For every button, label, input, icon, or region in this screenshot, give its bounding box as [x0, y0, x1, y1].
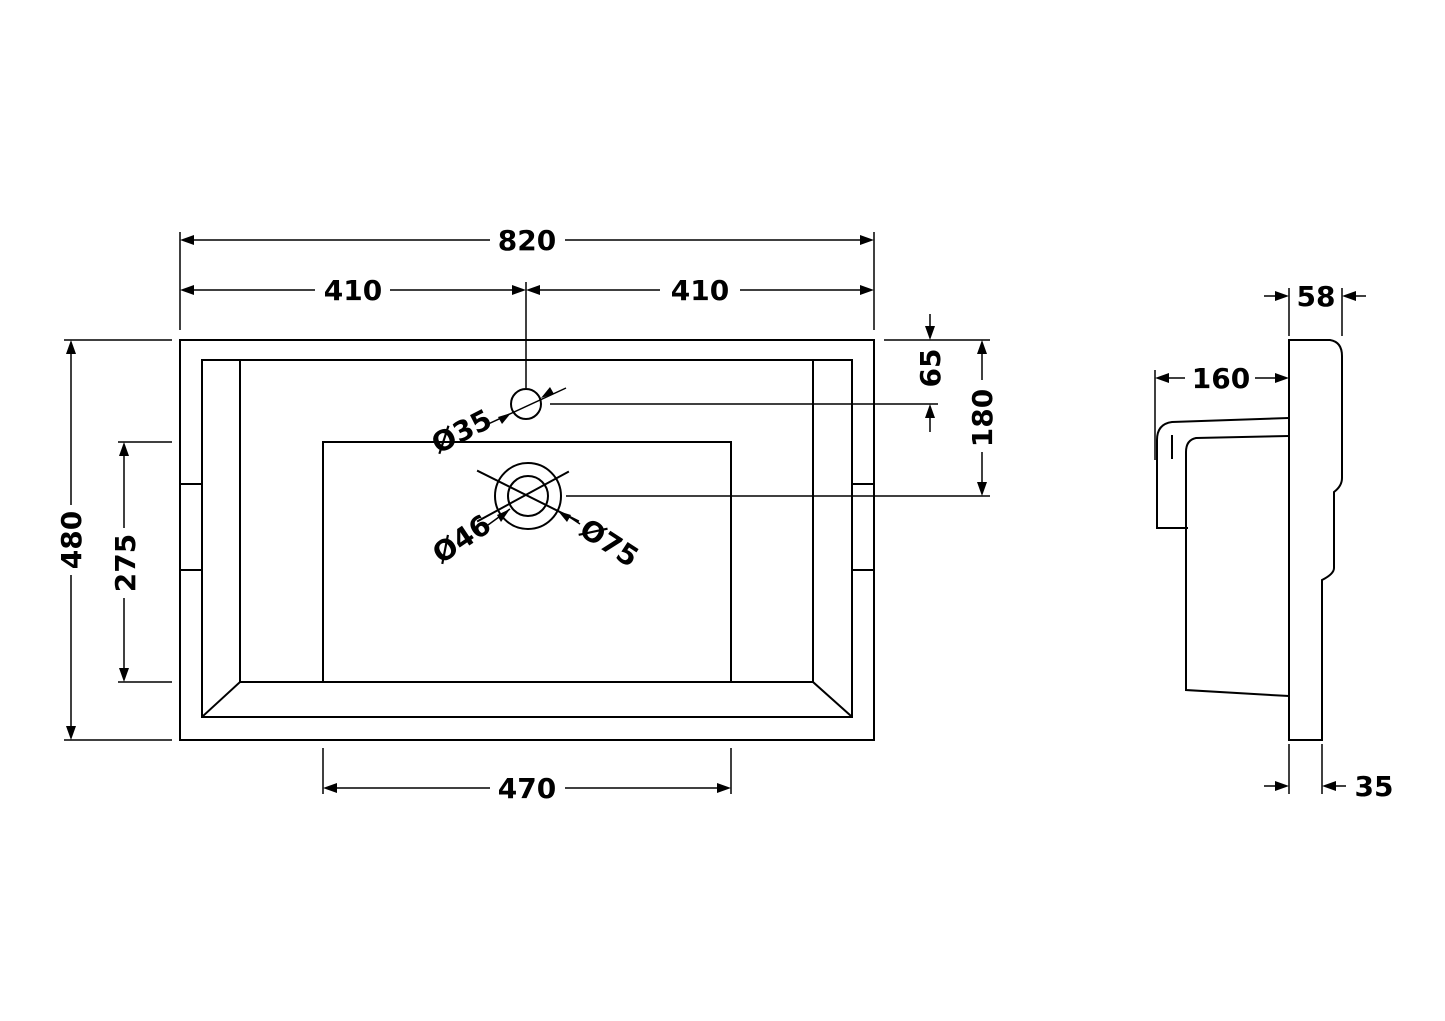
dim-projection: 160 [1192, 362, 1250, 395]
arrow-410-c [526, 285, 540, 295]
waste-inner [507, 475, 549, 517]
arrow-65-bottom [925, 404, 935, 418]
dim-base-thickness: 35 [1355, 770, 1394, 803]
arrow-180-bottom [977, 482, 987, 496]
arrow-410-a [180, 285, 194, 295]
dim-waste-offset: 180 [966, 389, 999, 447]
plan-view [179, 339, 875, 741]
arrow-480-top [66, 340, 76, 354]
side-view [1156, 339, 1343, 741]
arrow-160-right [1275, 373, 1289, 383]
arrow-35-left [1275, 781, 1289, 791]
arrow-275-bottom [119, 668, 129, 682]
arrow-d35-a [498, 413, 511, 424]
arrow-180-top [977, 340, 987, 354]
tap-hole [510, 388, 542, 420]
side-dimensions: 58 160 35 [1154, 280, 1394, 803]
arrow-58-left [1275, 291, 1289, 301]
side-bowl-inner [1185, 434, 1290, 698]
arrow-410-b [512, 285, 526, 295]
dim-overall-width: 820 [498, 224, 556, 257]
dim-tap-hole-offset: 65 [914, 349, 947, 388]
dim-inner-depth: 275 [109, 534, 142, 592]
arrow-58-right [1342, 291, 1356, 301]
dim-left-half: 410 [324, 274, 382, 307]
arrow-470-right [717, 783, 731, 793]
arrow-d35-b [541, 387, 554, 398]
bevel-corner-right [811, 680, 853, 718]
arrow-470-left [323, 783, 337, 793]
arrow-d75 [558, 511, 571, 522]
arrow-820-left [180, 235, 194, 245]
basin-inner-rim [201, 359, 853, 718]
arrow-160-left [1155, 373, 1169, 383]
arrow-410-d [860, 285, 874, 295]
bevel-corner-left [201, 680, 242, 718]
dim-overall-depth: 480 [55, 511, 88, 569]
dim-right-half: 410 [671, 274, 729, 307]
arrow-480-bottom [66, 726, 76, 740]
waste-cross-b [476, 470, 570, 523]
dim-tap-hole-diameter: Ø35 [426, 403, 497, 461]
dim-bowl-width: 470 [498, 772, 556, 805]
bowl-outline [322, 441, 732, 683]
side-bowl-outer [1156, 461, 1188, 529]
dim-waste-outer-diameter: Ø75 [574, 512, 645, 574]
arrow-820-right [860, 235, 874, 245]
waste-outer [494, 462, 562, 530]
side-profile [1288, 339, 1343, 741]
basin-outline [179, 339, 875, 741]
dim-top-thickness: 58 [1297, 280, 1336, 313]
side-top-surface [1156, 416, 1290, 463]
arrow-65-top [925, 326, 935, 340]
arrow-275-top [119, 442, 129, 456]
leader-d75 [567, 515, 581, 525]
arrow-35-right [1322, 781, 1336, 791]
leader-d46 [487, 508, 511, 526]
